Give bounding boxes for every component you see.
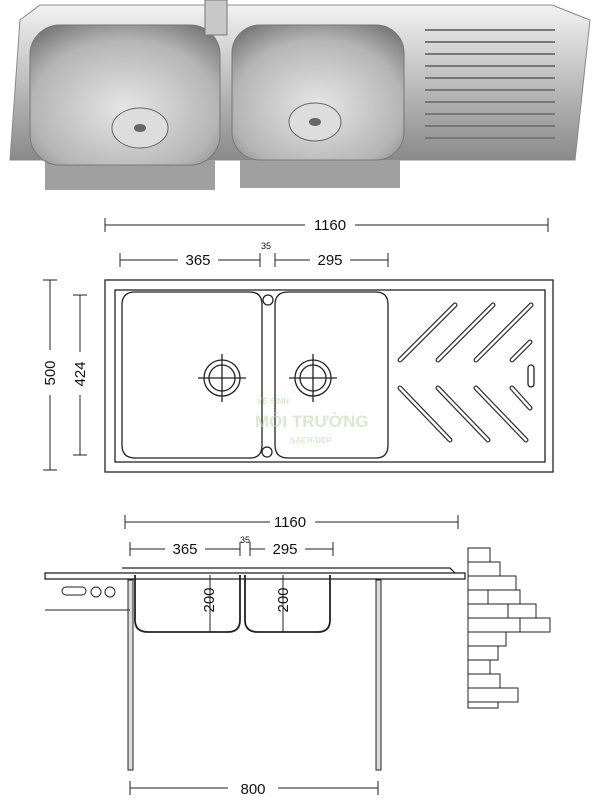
dim-cabinet-width: 800 [240,781,265,798]
section-dim-bowl2-height: 200 [275,587,292,612]
watermark: VỆ SINH MÔI TRƯỜNG SẠCH-ĐẸP [255,397,369,445]
photo-bowl-left [29,24,221,166]
section-dim-gap: 35 [240,535,250,545]
plan-bowl-right [274,291,389,459]
section-dim-bowl1-height: 200 [201,587,218,612]
svg-text:MÔI TRƯỜNG: MÔI TRƯỜNG [255,412,369,431]
section-dim-overall-length: 1160 [274,514,306,531]
dim-overall-depth: 500 [42,360,59,385]
svg-text:VỆ SINH: VỆ SINH [257,397,289,406]
section-bowl-left [134,575,241,633]
photo-bowl-right [231,24,405,161]
section-dim-bowl2-width: 295 [272,541,297,558]
dim-gap: 35 [261,241,271,251]
photo-drainboard-grooves [425,29,555,139]
svg-text:SẠCH-ĐẸP: SẠCH-ĐẸP [290,436,332,445]
dim-bowl-depth: 424 [72,361,89,386]
photo-faucet [204,0,228,36]
plan-drain-right [289,354,337,402]
outlet-switch [61,586,87,596]
plan-bowl-left [121,291,263,459]
dim-overall-length: 1160 [314,217,346,234]
plan-dimension-lines [43,218,549,471]
sink-photo [9,0,591,190]
brick-wall [467,547,551,709]
section-bowl-right [244,575,331,633]
section-view [44,515,466,795]
plan-view [104,279,554,473]
plan-drain-left [198,354,246,402]
dim-bowl1-width: 365 [185,252,210,269]
dim-bowl2-width: 295 [317,252,342,269]
section-dim-bowl1-width: 365 [172,541,197,558]
